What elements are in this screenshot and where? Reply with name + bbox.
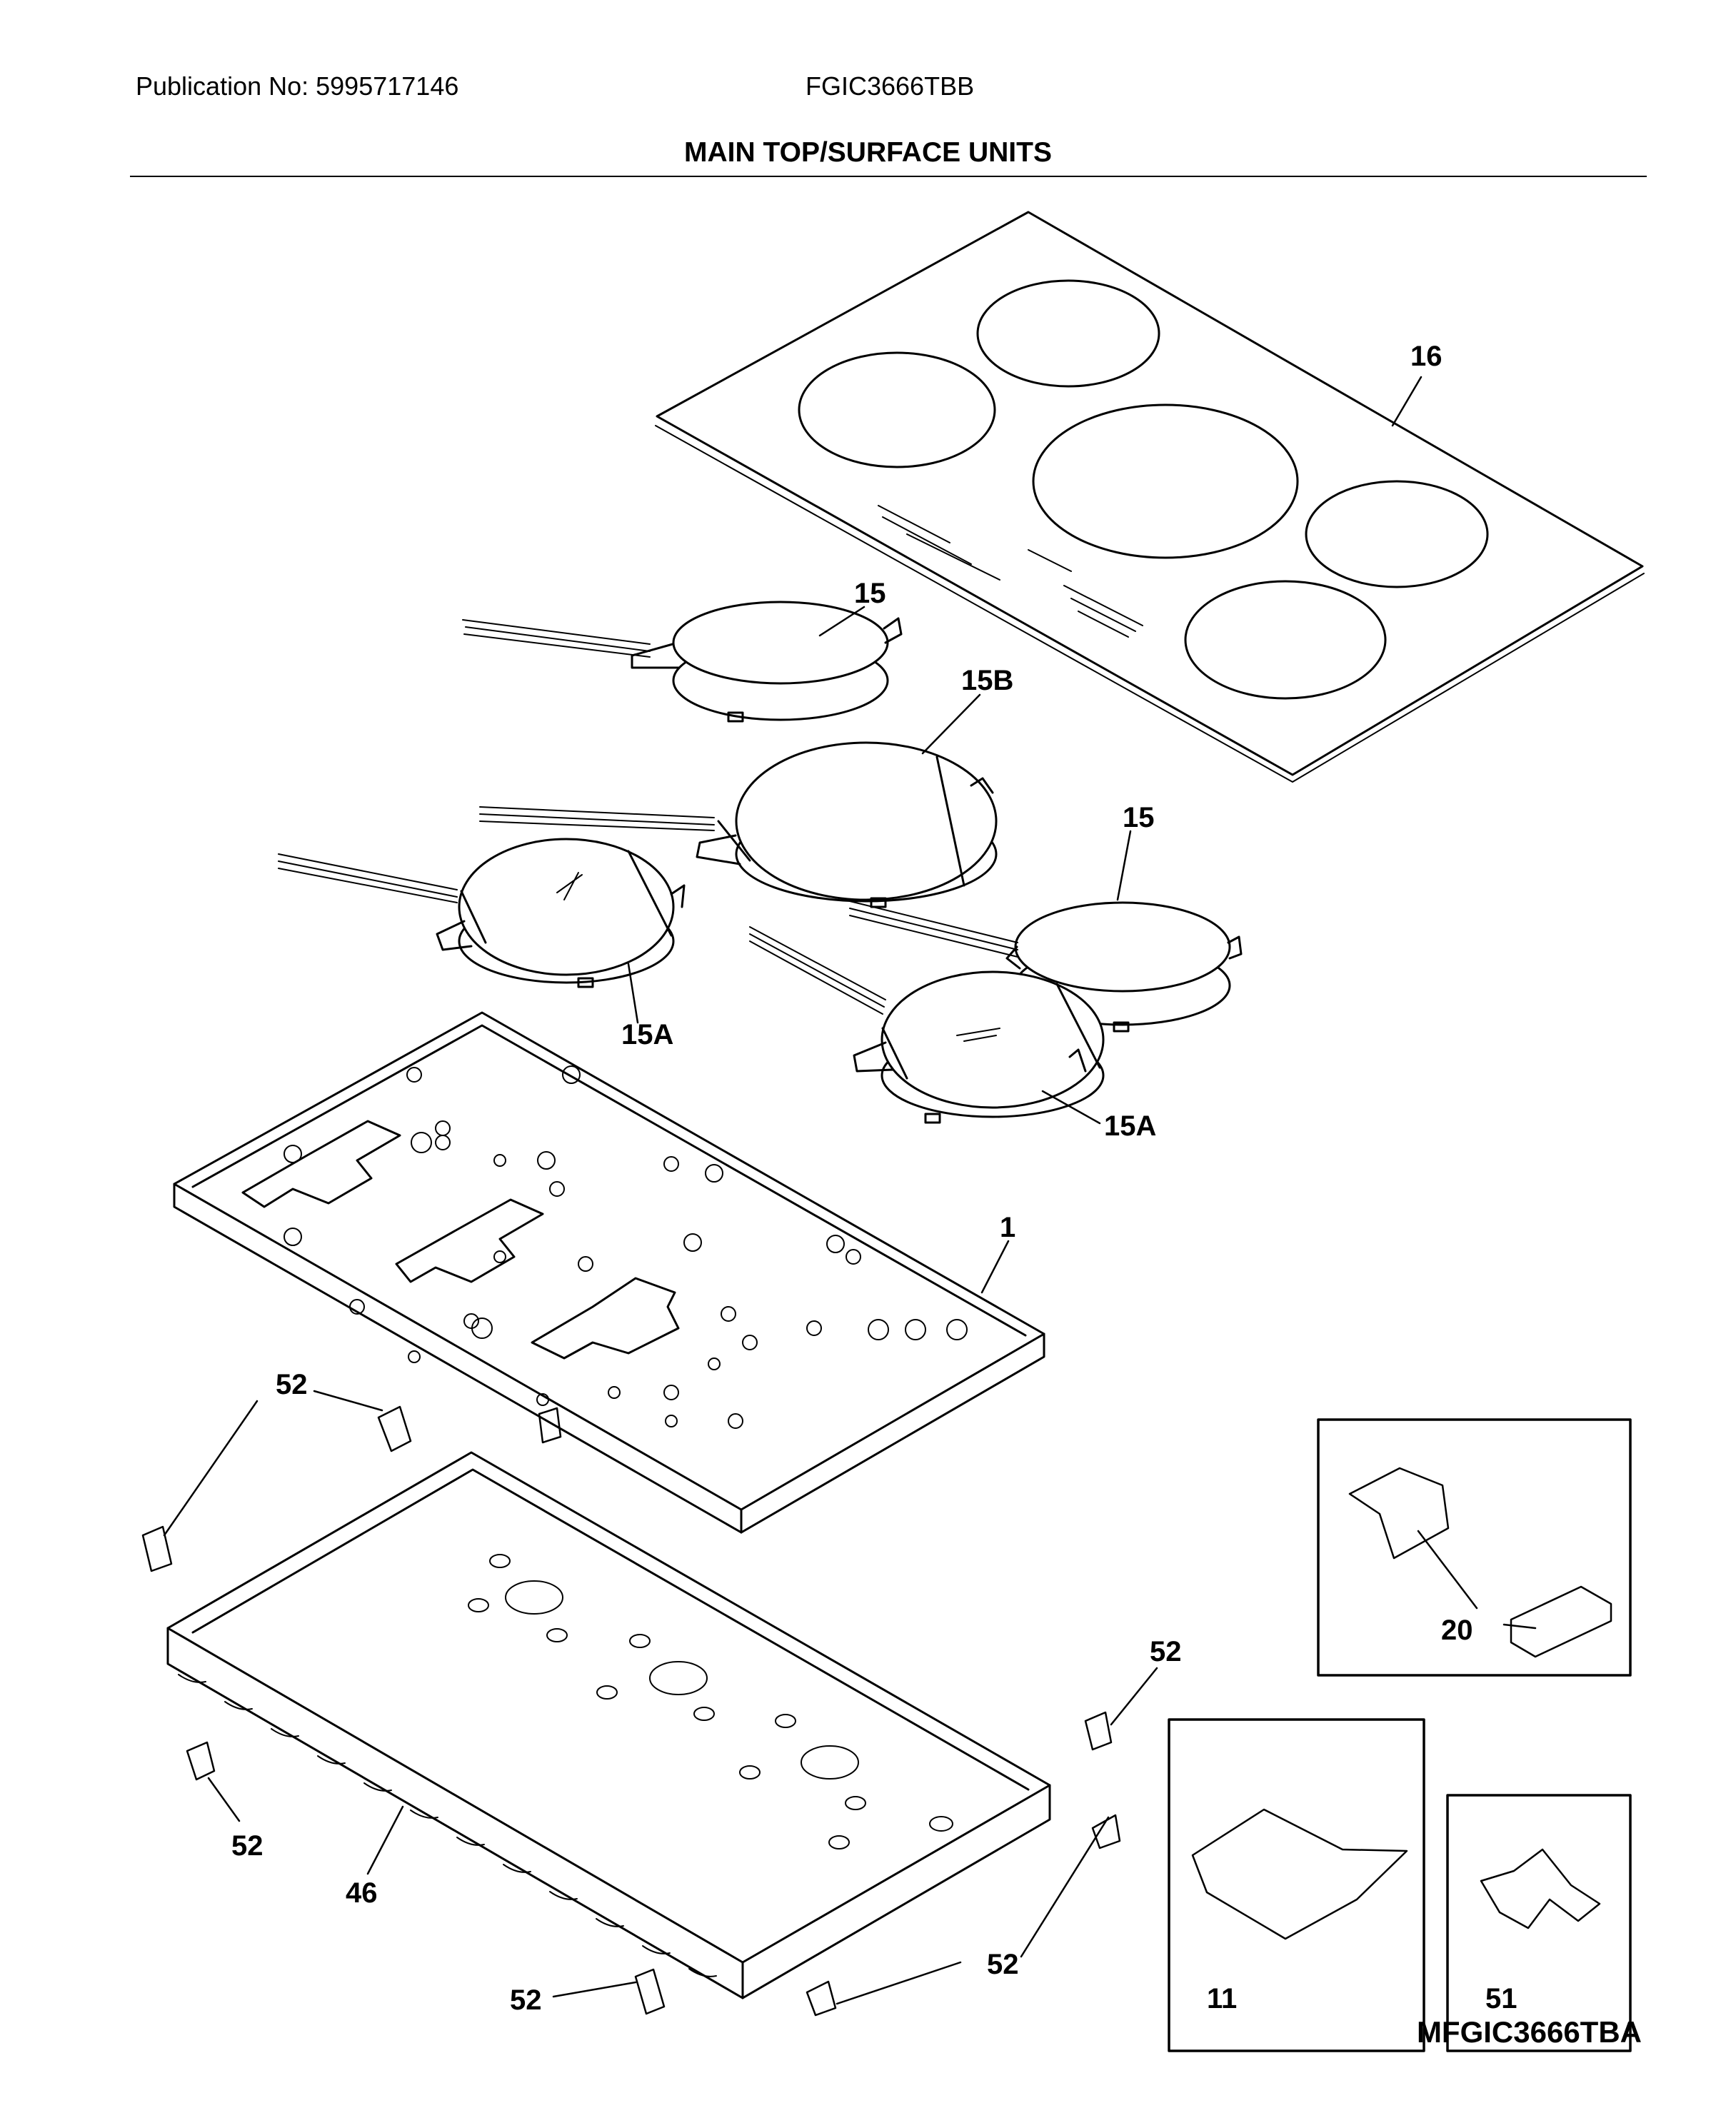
diagram-reference-code: MFGIC3666TBA (1416, 2015, 1642, 2049)
surface-unit-part-15a-right (749, 926, 1105, 1124)
callout-11: 11 (1207, 1983, 1237, 2014)
callout-leader-lines (163, 376, 1537, 2005)
callout-16: 16 (1410, 341, 1443, 372)
publication-number: Publication No: 5995717146 (136, 71, 459, 101)
callout-52-lower-left: 52 (231, 1830, 264, 1862)
callout-1: 1 (1000, 1212, 1015, 1243)
callout-15b: 15B (961, 665, 1013, 696)
surface-unit-part-15-top (462, 601, 903, 723)
callout-15a-right: 15A (1104, 1110, 1156, 1142)
surface-unit-part-15b (479, 741, 998, 908)
callout-51: 51 (1485, 1983, 1517, 2014)
inset-boxes (1168, 1418, 1632, 2052)
callout-15-right: 15 (1123, 802, 1155, 833)
callout-52-right: 52 (1150, 1636, 1182, 1667)
callout-20: 20 (1441, 1615, 1473, 1646)
callout-52-bottom: 52 (510, 1984, 542, 2016)
callout-52-lower-right: 52 (987, 1949, 1019, 1980)
header-divider (130, 176, 1647, 177)
model-number: FGIC3666TBB (806, 71, 975, 101)
callout-52-upper-left: 52 (276, 1369, 308, 1400)
glass-cooktop-part-16 (655, 211, 1645, 783)
main-top-frame-part-1 (173, 1011, 1045, 1534)
callout-15-top: 15 (854, 578, 886, 609)
page-title: MAIN TOP/SURFACE UNITS (684, 137, 1052, 168)
bottom-box-part-46 (166, 1451, 1051, 1999)
callout-15a-left: 15A (621, 1019, 673, 1050)
callout-46: 46 (346, 1877, 378, 1909)
surface-unit-part-15a-left (278, 838, 686, 988)
